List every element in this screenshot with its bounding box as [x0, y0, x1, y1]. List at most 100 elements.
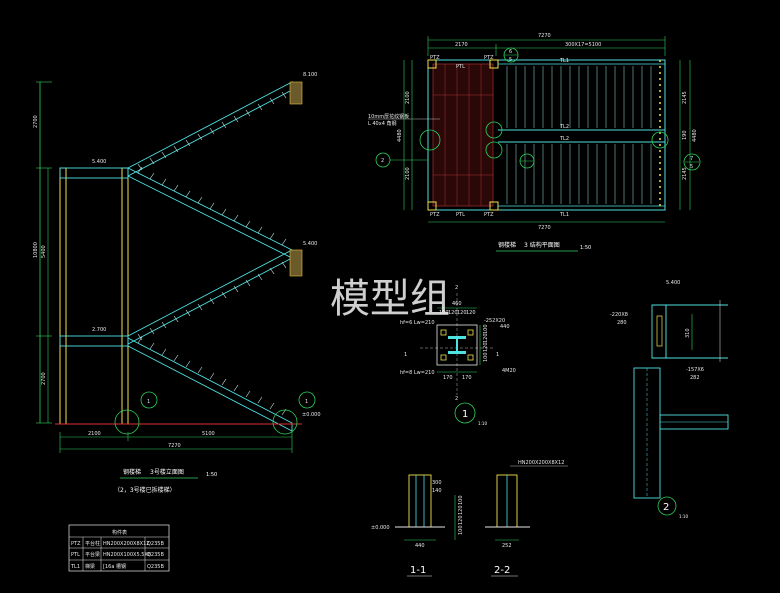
- d1-scale: 1:10: [478, 421, 487, 426]
- section-1-1: ±0.000 300 140 100 120 120 100 440 1-1: [371, 474, 464, 577]
- table-r2-c3: Q235B: [147, 564, 164, 570]
- plan-dim-right-c: 2145: [682, 167, 688, 180]
- d1-section-top: 2: [455, 285, 458, 291]
- watermark-text: 模型组: [330, 276, 450, 322]
- table-r1-c2: HN200X100X5.5X8: [103, 552, 151, 558]
- detail-2: 5.400 310 -220X8 280 -157X6 282 2 1:10: [610, 280, 729, 519]
- elev-dim-top: 2700: [33, 115, 39, 128]
- elev-scale: 1:50: [206, 472, 217, 478]
- plan-dim-top-right: 300X17=5100: [565, 42, 601, 48]
- elev-dim-right-span: 5100: [202, 431, 215, 437]
- plan-axis-right-bottom: 5: [690, 164, 693, 170]
- d2-dim: 310: [685, 328, 691, 338]
- d1-number: 1: [462, 409, 468, 420]
- table-r1-c1: 平台梁: [85, 551, 100, 558]
- d1-weld-2: hf=8 Lw=210: [400, 370, 435, 376]
- plan-title: 钢楼梯: [498, 241, 516, 249]
- s11-dim-bottom: 440: [415, 543, 425, 549]
- elev-level-top: 8.100: [303, 72, 317, 78]
- s11-dim-top-b: 140: [432, 488, 442, 494]
- d1-dim-top: 460: [452, 301, 462, 307]
- elev-callout-num: 1: [147, 399, 150, 405]
- d2-top-level: 5.400: [666, 280, 680, 286]
- elev-note: （2，3号楼已拆楼梯）: [114, 486, 176, 494]
- plan-dim-right-a: 2145: [682, 91, 688, 104]
- s11-label: 1-1: [410, 565, 426, 576]
- elev-dim-overall: 7270: [168, 443, 181, 449]
- elev-level-ground: ±0.000: [302, 412, 321, 418]
- s22-label: 2-2: [494, 565, 510, 576]
- table-header: 构件表: [112, 529, 127, 536]
- d2-plate-1-len: 280: [617, 320, 627, 326]
- d1-dim-right-2: 120: [483, 342, 489, 352]
- elevation-view: 2700 10800 5400 2700 5.400 2.700: [33, 72, 321, 494]
- d1-dim-sub-2: 120: [457, 310, 467, 316]
- table-r0-c1: 平台柱: [85, 540, 100, 547]
- d1-dim-sub-0: 100: [439, 310, 449, 316]
- plan-dim-left-total: 4480: [397, 129, 403, 142]
- elev-dim-mid: 5400: [41, 245, 47, 258]
- d2-number: 2: [663, 502, 669, 513]
- elev-dim-left-span: 2100: [88, 431, 101, 437]
- plan-dim-left-b: 2100: [405, 167, 411, 180]
- elev-level-low-platform: 2.700: [92, 327, 106, 333]
- elev-callout-num-2: 1: [305, 399, 308, 405]
- elev-level-top-platform: 5.400: [92, 159, 106, 165]
- plan-label-tl1-top: TL1: [559, 58, 569, 64]
- s11-dim-top-a: 300: [432, 480, 442, 486]
- d1-dim-sub-1: 120: [448, 310, 458, 316]
- d2-plate-1: -220X8: [610, 312, 628, 318]
- plan-label-ptl-bottom: PTL: [456, 212, 465, 218]
- elev-dim-bottom: 2700: [41, 372, 47, 385]
- d1-dim-right-3: 100: [483, 352, 489, 362]
- plan-label-tl2-lower: TL2: [559, 136, 569, 142]
- plan-note-plate: 10mm厚花纹钢板: [368, 113, 409, 120]
- plan-dim-left-a: 2100: [405, 91, 411, 104]
- s11-level: ±0.000: [371, 525, 390, 531]
- plan-label-ptz-br: PTZ: [484, 212, 494, 218]
- d2-scale: 1:10: [679, 514, 688, 519]
- plan-axis-left: 2: [381, 158, 384, 164]
- d1-dim-right-1: 120: [483, 333, 489, 343]
- table-r2-c0: TL1: [70, 564, 80, 570]
- table-r0-c3: Q235B: [147, 541, 164, 547]
- plan-dim-bottom: 7270: [538, 225, 551, 231]
- table-r2-c2: [16a 槽钢: [103, 563, 126, 570]
- s22-dim-bottom: 252: [502, 543, 512, 549]
- table-r1-c3: Q235B: [147, 552, 164, 558]
- plan-dim-right-total: 4480: [692, 129, 698, 142]
- elev-dim-total: 10800: [33, 242, 39, 258]
- d1-bolt-note: 4M20: [502, 368, 516, 374]
- plan-label-ptl-top: PTL: [456, 64, 465, 70]
- d1-section-right: 1: [496, 352, 499, 358]
- plan-label-tl2-upper: TL2: [559, 124, 569, 130]
- plan-scale: 1:50: [580, 245, 591, 251]
- s11-dim-right-2: 120: [458, 515, 464, 525]
- d1-note-plate: -252X20: [484, 318, 505, 324]
- d1-dim-sub-3: 120: [466, 310, 476, 316]
- d1-section-left: 1: [404, 352, 407, 358]
- d1-weld-1: hf=6 Lw=210: [400, 320, 435, 326]
- d1-dim-bottom-b: 170: [462, 375, 472, 381]
- table-r1-c0: PTL: [71, 552, 80, 558]
- elev-title: 钢楼梯: [123, 468, 141, 476]
- d2-plate-2: -157X6: [686, 367, 704, 373]
- detail-1: 2 2 1 1 460 100 120 120 120 -252X20 440 …: [400, 285, 516, 426]
- plan-dim-top-total: 7270: [538, 33, 551, 39]
- table-r0-c2: HN200X200X8X12: [103, 541, 149, 547]
- d1-section-bottom: 2: [455, 396, 458, 402]
- member-table: 构件表 PTZ 平台柱 HN200X200X8X12 Q235B PTL 平台梁…: [68, 524, 170, 572]
- d2-plate-2-len: 282: [690, 375, 700, 381]
- plan-dim-top-left: 2170: [455, 42, 468, 48]
- section-2-2: HN200X200X8X12 252 2-2: [485, 460, 568, 577]
- plan-axis-top-a: 6: [509, 49, 512, 55]
- table-r0-c0: PTZ: [71, 541, 81, 547]
- plan-label-ptz-tr: PTZ: [484, 55, 494, 61]
- d1-dim-bottom-a: 170: [443, 375, 453, 381]
- plan-axis-right-top: 7: [690, 156, 693, 162]
- s11-dim-right-3: 100: [458, 525, 464, 535]
- d1-dim-right-0: 100: [483, 324, 489, 334]
- elev-subtitle: 3号楼立面图: [150, 468, 184, 476]
- plan-label-tl1-bottom: TL1: [559, 212, 569, 218]
